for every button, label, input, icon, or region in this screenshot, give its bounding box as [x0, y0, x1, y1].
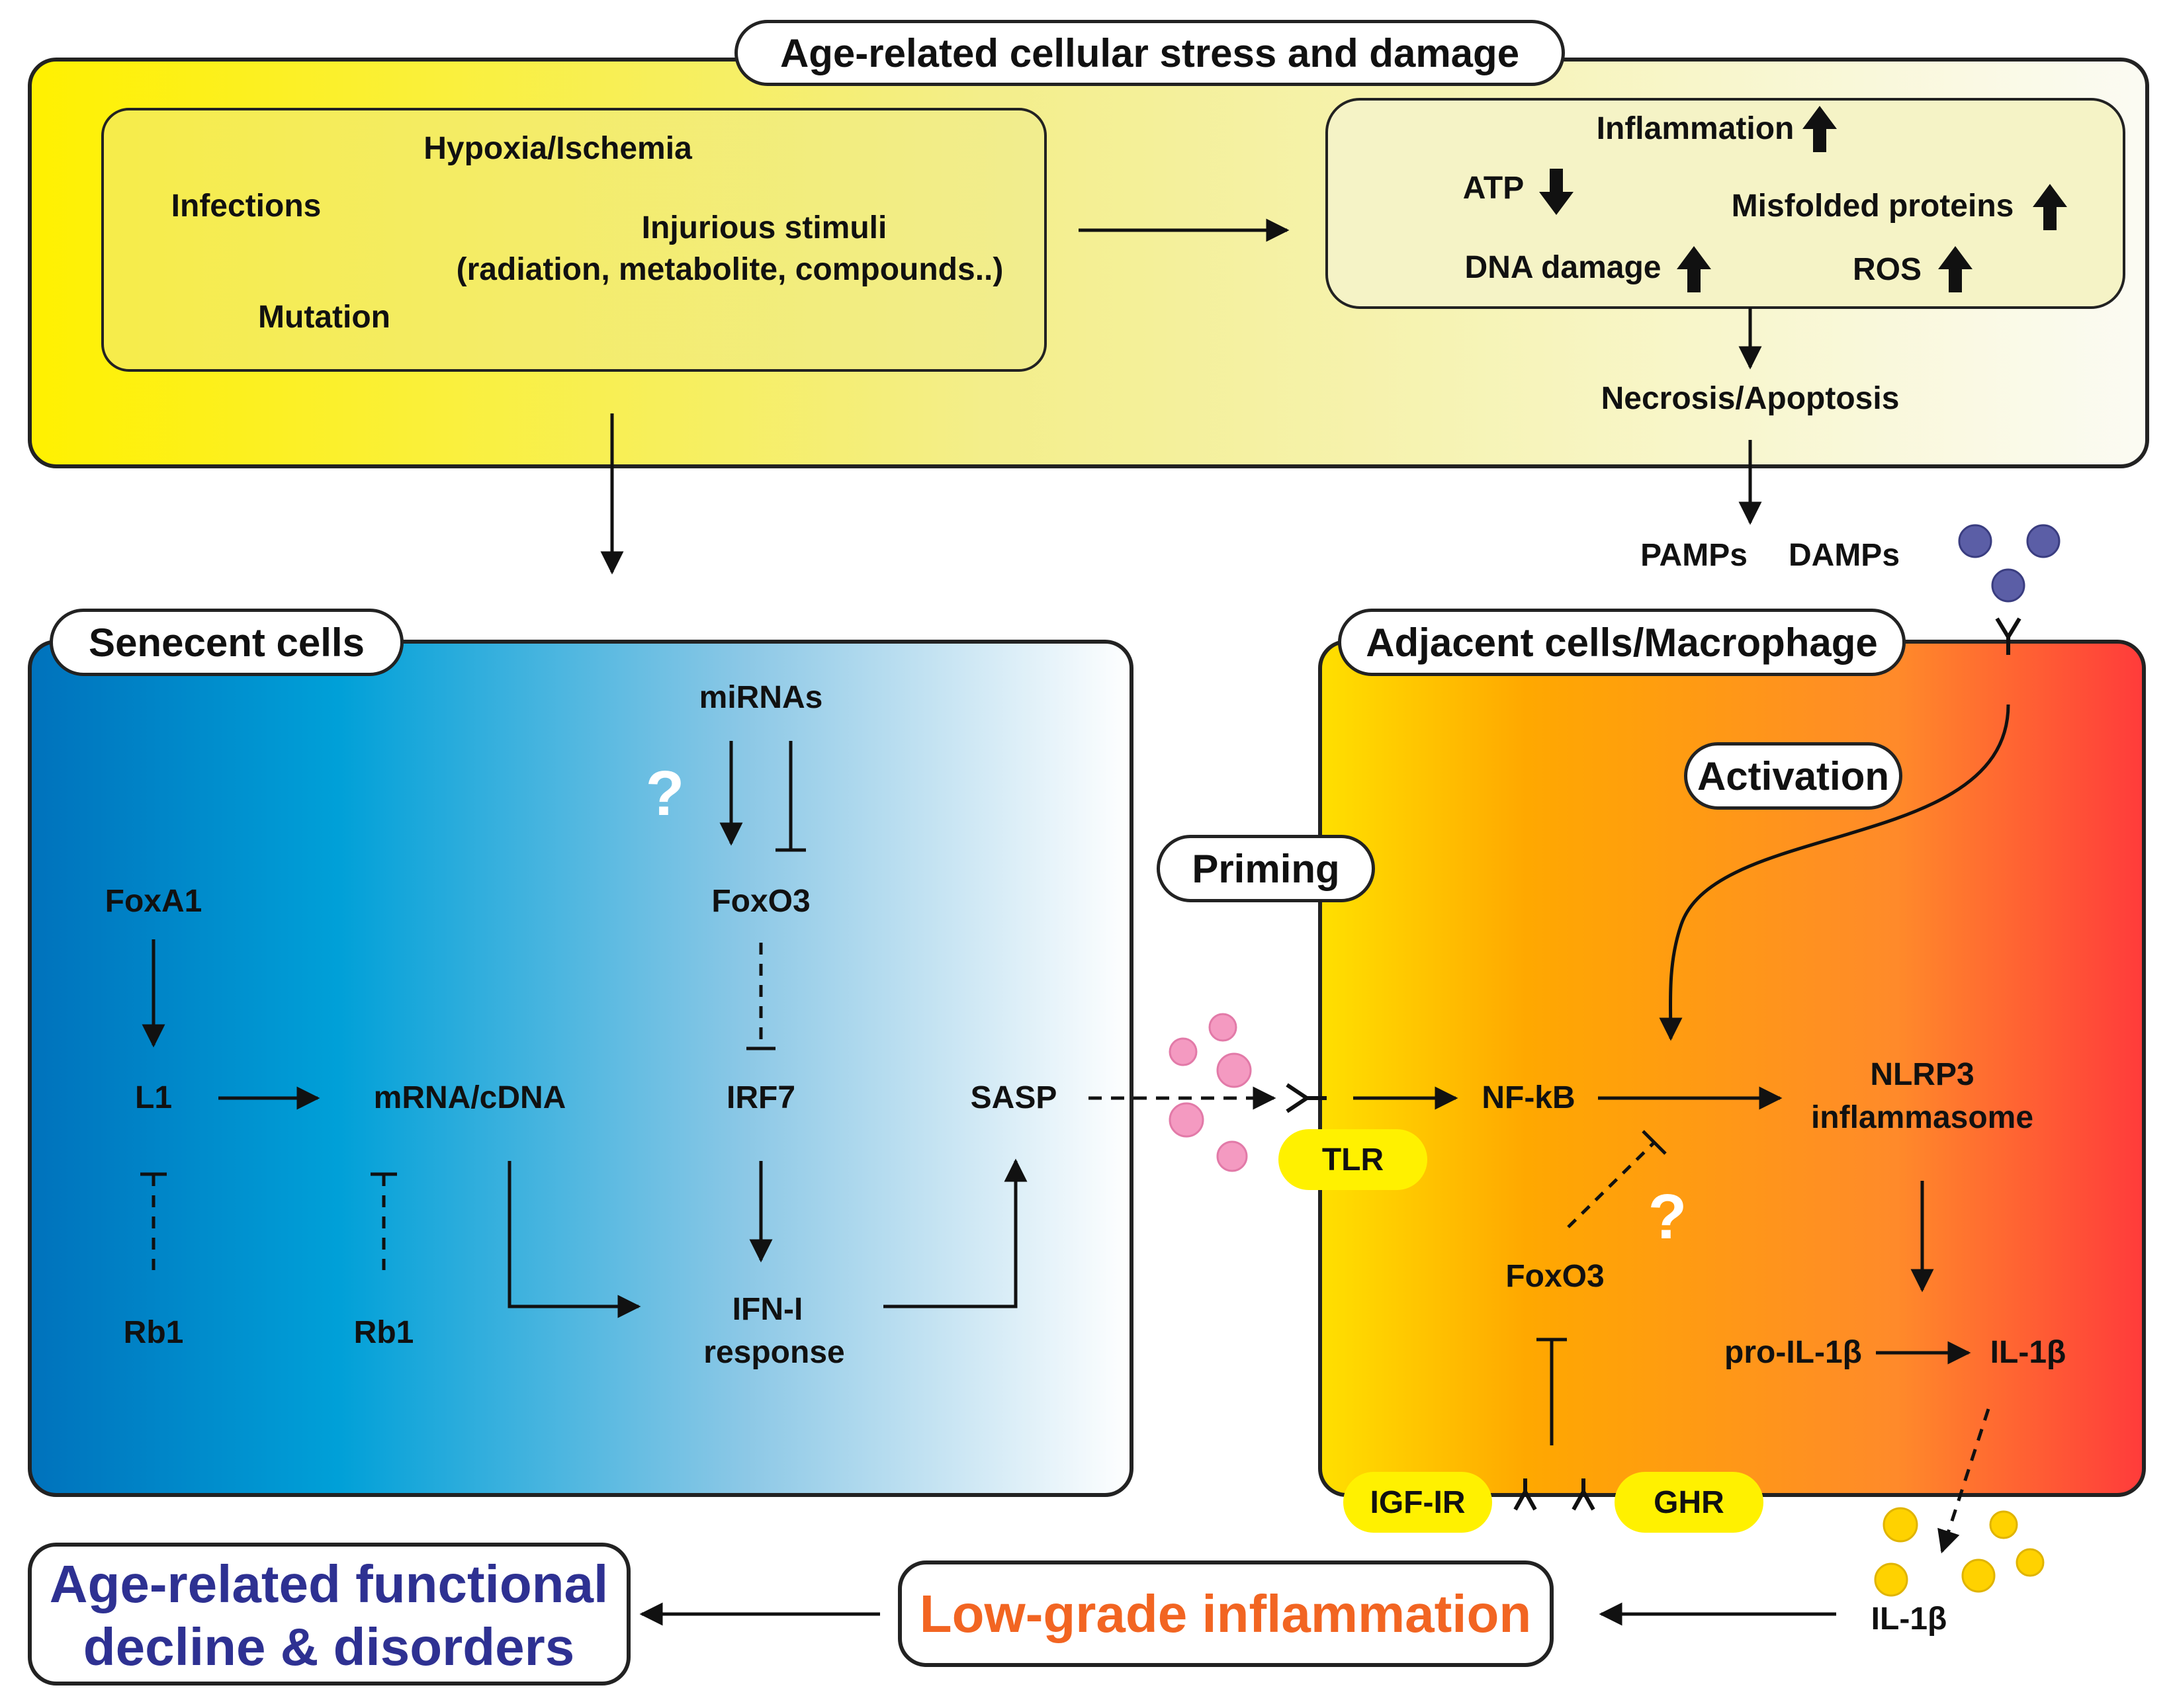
dna-damage-up-arrow — [1677, 246, 1711, 292]
stressors-box — [101, 108, 1047, 372]
outcome-line2: decline & disorders — [83, 1617, 575, 1676]
stressor-mutation: Mutation — [258, 299, 390, 335]
tlr-pill: TLR — [1278, 1129, 1427, 1190]
stressor-injurious-line2: (radiation, metabolite, compounds..) — [456, 251, 1004, 287]
foxa1: FoxA1 — [105, 883, 202, 919]
outcome-box — [28, 1543, 631, 1686]
igf-ir-receptor — [1513, 1478, 1537, 1511]
stressor-infections: Infections — [171, 188, 322, 224]
stressor-hypoxia: Hypoxia/Ischemia — [423, 130, 692, 166]
mirnas: miRNAs — [699, 679, 823, 715]
necrosis-apoptosis: Necrosis/Apoptosis — [1601, 380, 1900, 416]
nlrp3-line1: NLRP3 — [1870, 1056, 1974, 1092]
arrow-mrna-to-ifn — [508, 1161, 641, 1318]
igf-ir-pill: IGF-IR — [1343, 1472, 1492, 1533]
stress-panel-title: Age-related cellular stress and damage — [734, 20, 1565, 86]
effect-ros: ROS — [1852, 251, 1922, 287]
ros-up-arrow — [1938, 246, 1973, 292]
inflammation-up-arrow — [1802, 106, 1837, 152]
inhibit-foxo3-nfkb-bar — [1642, 1130, 1667, 1155]
irf7: IRF7 — [726, 1080, 796, 1115]
ghr-receptor — [1572, 1478, 1595, 1511]
ghr-pill: GHR — [1615, 1472, 1763, 1533]
pamp-receptor — [1995, 617, 2021, 655]
adjacent-question-mark: ? — [1648, 1181, 1687, 1252]
tlr-receptor — [1286, 1083, 1327, 1113]
activation-label: Activation — [1684, 742, 1902, 810]
il1b-outside: IL-1β — [1871, 1601, 1947, 1637]
ifn-line1: IFN-I — [732, 1291, 803, 1327]
foxo3-senescent: FoxO3 — [711, 883, 811, 919]
effects-box — [1325, 98, 2125, 309]
damps-label: DAMPs — [1788, 537, 1900, 573]
sasp: SASP — [970, 1080, 1057, 1115]
mrna-cdna: mRNA/cDNA — [373, 1080, 566, 1115]
arrow-il1b-secretion — [1937, 1408, 1990, 1554]
pro-il1b: pro-IL-1β — [1724, 1334, 1862, 1370]
rb1-left: Rb1 — [123, 1314, 184, 1350]
effect-dna-damage: DNA damage — [1464, 249, 1662, 285]
effect-atp: ATP — [1462, 170, 1525, 206]
pamps-label: PAMPs — [1640, 537, 1748, 573]
l1: L1 — [134, 1080, 173, 1115]
senescent-panel-title: Senecent cells — [50, 609, 404, 676]
arrow-activation-curve — [1659, 704, 2010, 1041]
atp-down-arrow — [1539, 169, 1574, 215]
il1b-inside: IL-1β — [1990, 1334, 2066, 1370]
stressor-injurious-line1: Injurious stimuli — [641, 210, 887, 245]
nf-kb: NF-kB — [1482, 1080, 1575, 1115]
outcome-line1: Age-related functional — [49, 1555, 609, 1613]
rb1-right: Rb1 — [353, 1314, 414, 1350]
nlrp3-line2: inflammasome — [1810, 1099, 2034, 1135]
misfolded-up-arrow — [2033, 184, 2067, 230]
arrow-ifn-to-sasp — [883, 1158, 1028, 1308]
senescent-panel — [28, 640, 1133, 1497]
senescent-question-mark: ? — [645, 758, 685, 829]
low-grade-box — [898, 1560, 1554, 1667]
inhibit-foxo3-nfkb-line — [1567, 1141, 1656, 1228]
il1b-particles — [1874, 1507, 2045, 1597]
priming-label: Priming — [1157, 835, 1375, 902]
foxo3-adjacent: FoxO3 — [1505, 1258, 1605, 1294]
sasp-particles — [1169, 1013, 1252, 1172]
pamp-particles — [1958, 524, 2061, 603]
low-grade-inflammation: Low-grade inflammation — [919, 1584, 1532, 1643]
effect-inflammation: Inflammation — [1596, 110, 1795, 146]
effect-misfolded: Misfolded proteins — [1731, 188, 2014, 224]
adjacent-panel-title: Adjacent cells/Macrophage — [1338, 609, 1906, 676]
ifn-line2: response — [703, 1334, 845, 1370]
